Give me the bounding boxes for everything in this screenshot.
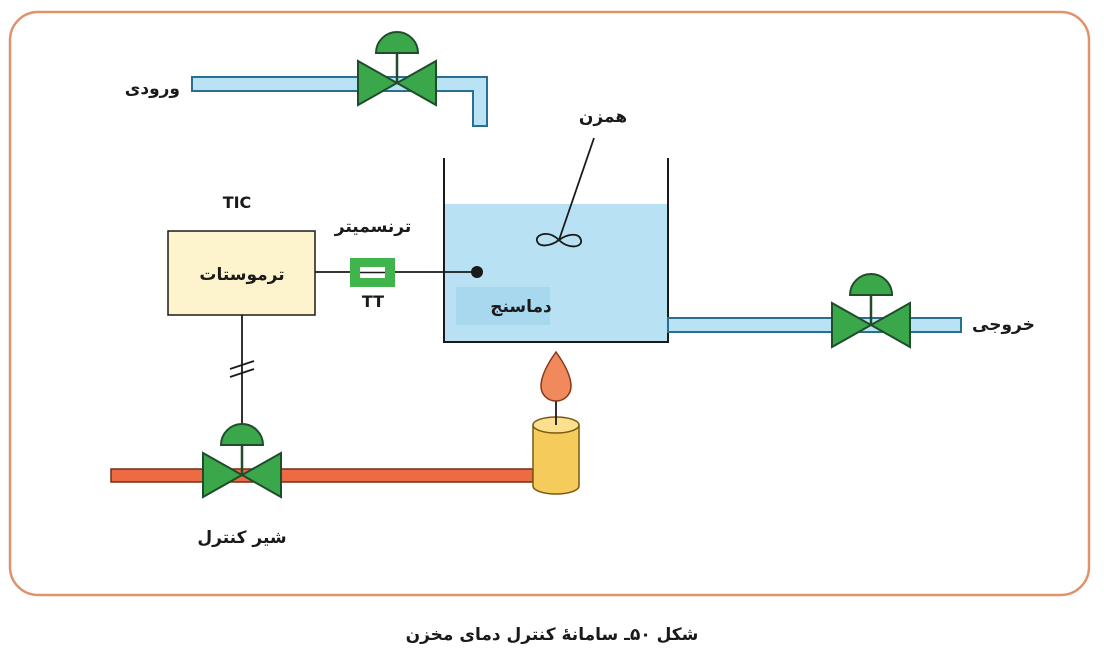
inlet-label: ورودی [125,79,180,99]
transmitter-icon [350,258,395,287]
outlet-pipe [667,317,962,333]
control-valve-label: شیر کنترل [197,528,286,548]
control-valve-icon [202,423,282,499]
control-signal-line [229,315,255,425]
transmitter-label: ترنسمیتر [334,217,412,237]
figure-caption: شکل ۵۰ـ سامانهٔ کنترل دمای مخزن [406,625,699,645]
thermometer-area [456,287,550,325]
sensor-point-icon [471,266,483,278]
thermostat-label: ترموستات [199,265,284,285]
mixer-label: همزن [579,107,627,127]
outlet-valve-icon [831,273,911,349]
outlet-label: خروجی [972,315,1035,335]
thermostat-box [167,230,316,316]
burner-icon [532,400,580,495]
flame-icon [540,350,572,402]
tt-tag: TT [362,292,384,311]
fuel-pipe [110,468,534,483]
thermometer-label: دماسنج [490,297,552,317]
inlet-valve-icon [357,31,437,107]
mixer-icon [536,137,595,248]
tic-tag: TIC [223,193,252,212]
